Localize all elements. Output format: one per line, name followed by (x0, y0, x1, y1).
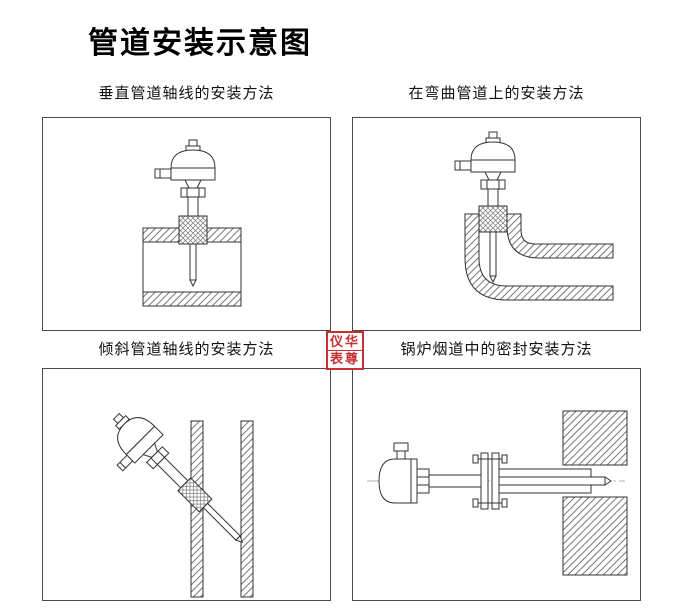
caption-bent-pipe-install: 在弯曲管道上的安装方法 (408, 85, 585, 102)
probe (498, 476, 606, 486)
caption-flue-seal-install: 锅炉烟道中的密封安装方法 (400, 341, 593, 358)
panel-inclined-install (42, 368, 331, 601)
terminal-head (378, 458, 418, 504)
flue-masonry-wall (562, 410, 628, 576)
flange-bolt (501, 498, 508, 508)
caption-vertical-install: 垂直管道轴线的安装方法 (98, 85, 275, 102)
watermark-line-1: 仪华 (328, 334, 362, 351)
hex-nut (416, 468, 430, 494)
thermocouple-on-elbow (454, 131, 516, 284)
caption-inclined-install: 倾斜管道轴线的安装方法 (98, 341, 275, 358)
diagram-vertical-install (142, 139, 242, 307)
thermocouple-horizontal-sealed (378, 442, 612, 510)
panel-bent-pipe-install (352, 117, 641, 331)
flange-bolt (501, 454, 508, 464)
flange-bolt (472, 498, 479, 508)
watermark-line-2: 表尊 (329, 351, 360, 366)
diagram-inclined-install (112, 412, 254, 598)
flange-plate (491, 452, 500, 510)
pipe-elbow-section (464, 213, 614, 301)
flange-bolt (472, 454, 479, 464)
watermark-seal: 仪华 表尊 (326, 331, 364, 370)
probe-tip (604, 476, 612, 486)
thermocouple-inclined (112, 412, 244, 544)
pipe-horizontal-section (142, 227, 242, 307)
panel-vertical-install (42, 117, 331, 331)
stem (428, 474, 482, 488)
panel-flue-seal-install (352, 368, 641, 601)
thermocouple-vertical (154, 139, 216, 288)
diagram-flue-seal-install (367, 410, 628, 576)
flange-plate (480, 452, 489, 510)
diagram-elbow-install (454, 131, 614, 301)
page-title: 管道安装示意图 (88, 27, 312, 60)
